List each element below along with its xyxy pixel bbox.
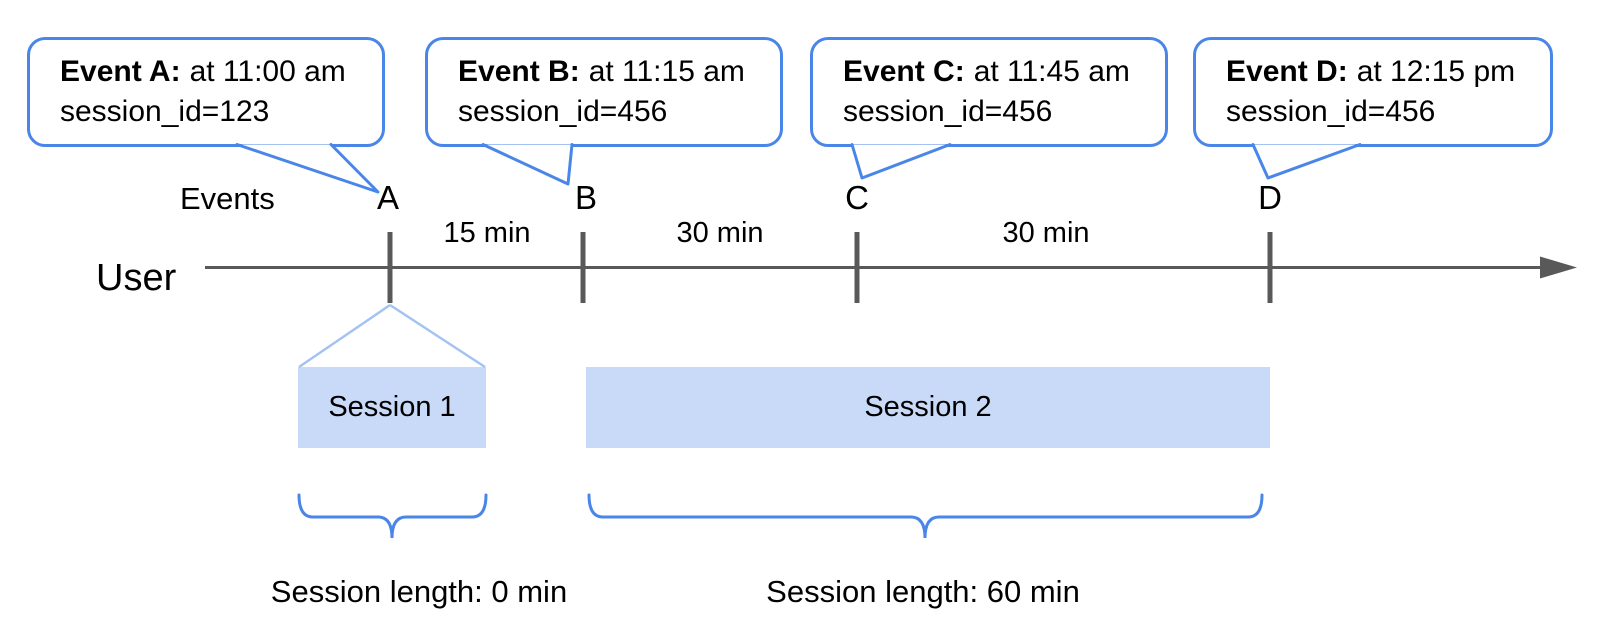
event-a-time: at 11:00 am <box>189 55 346 88</box>
events-axis-label: Events <box>180 181 275 216</box>
session-1-label: Session 1 <box>328 391 456 423</box>
session-2-label: Session 2 <box>864 391 992 423</box>
session-2-box: Session 2 <box>586 367 1270 448</box>
interval-b-c-label: 30 min <box>676 217 764 249</box>
event-d-callout-line1: Event D:at 12:15 pm <box>1226 52 1550 92</box>
session-1-brace <box>297 493 488 539</box>
event-d-callout: Event D:at 12:15 pm session_id=456 <box>1193 37 1553 147</box>
event-b-callout-line1: Event B:at 11:15 am <box>458 52 780 92</box>
event-c-time: at 11:45 am <box>973 55 1130 88</box>
event-letter-d: D <box>1258 179 1282 216</box>
event-a-callout: Event A:at 11:00 am session_id=123 <box>27 37 385 147</box>
event-b-time: at 11:15 am <box>588 55 745 88</box>
event-d-session-id: session_id=456 <box>1226 95 1436 128</box>
event-d-callout-tail <box>1251 143 1362 180</box>
session-2-length-label: Session length: 60 min <box>766 574 1080 609</box>
event-d-title: Event D: <box>1226 55 1348 88</box>
timeline-arrowhead-icon <box>1540 256 1577 279</box>
event-a-callout-line1: Event A:at 11:00 am <box>60 52 382 92</box>
event-c-callout-line1: Event C:at 11:45 am <box>843 52 1165 92</box>
event-c-session-id: session_id=456 <box>843 95 1053 128</box>
session-1-funnel-right <box>389 303 486 369</box>
event-c-callout-tail <box>850 143 952 180</box>
interval-c-d-label: 30 min <box>1002 217 1090 249</box>
event-b-session-id: session_id=456 <box>458 95 668 128</box>
event-letter-c: C <box>845 179 869 216</box>
interval-a-b-label: 15 min <box>443 217 531 249</box>
event-letter-a: A <box>376 179 399 216</box>
user-axis-label: User <box>96 257 177 299</box>
event-a-session-id: session_id=123 <box>60 95 270 128</box>
event-b-callout: Event B:at 11:15 am session_id=456 <box>425 37 783 147</box>
event-d-time: at 12:15 pm <box>1356 55 1516 88</box>
session-1-funnel-left <box>298 303 391 369</box>
session-2-brace <box>587 493 1264 539</box>
event-c-title: Event C: <box>843 55 965 88</box>
event-letter-b: B <box>574 179 597 216</box>
event-a-title: Event A: <box>60 55 181 88</box>
session-1-box: Session 1 <box>298 367 486 448</box>
event-b-title: Event B: <box>458 55 580 88</box>
event-c-callout: Event C:at 11:45 am session_id=456 <box>810 37 1168 147</box>
session-1-length-label: Session length: 0 min <box>270 574 568 609</box>
